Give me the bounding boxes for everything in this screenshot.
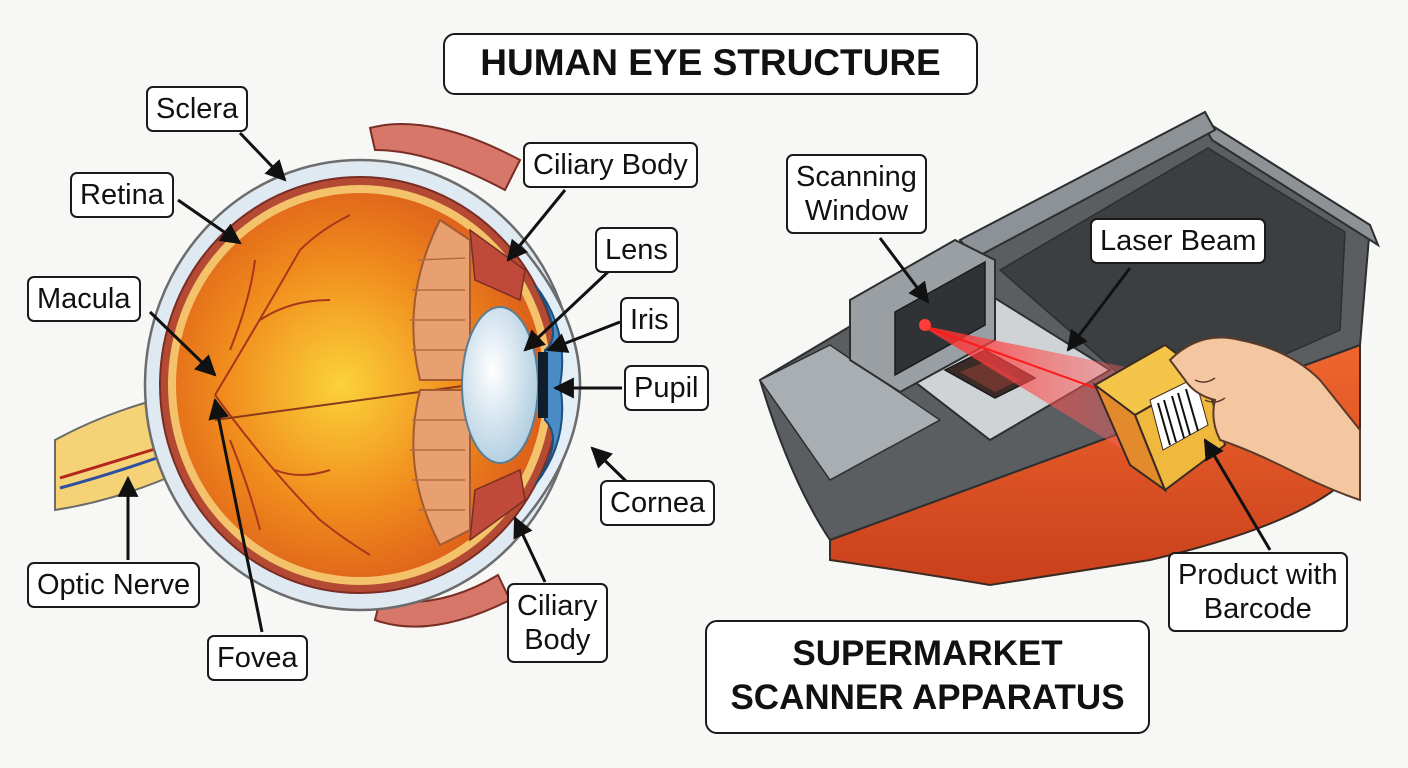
eye-illustration [54,123,582,628]
label-optic-nerve: Optic Nerve [27,562,201,608]
hand-shape [1168,336,1361,502]
label-laser-beam: Laser Beam [1090,218,1267,264]
label-retina: Retina [70,172,174,218]
label-ciliary-body-top: Ciliary Body [523,142,698,188]
label-cornea: Cornea [600,480,716,526]
scanner-title-line2: SCANNER APPARATUS [730,678,1125,717]
label-product-line1: Product with [1178,559,1338,591]
label-ciliary-body-bottom-line2: Body [524,624,591,656]
label-scanning-window: Scanning Window [786,154,927,234]
label-pupil: Pupil [624,365,709,411]
label-ciliary-body-bottom: Ciliary Body [507,583,608,663]
label-iris: Iris [620,297,679,343]
label-fovea: Fovea [207,635,308,681]
label-ciliary-body-bottom-line1: Ciliary [517,590,598,622]
product-box [1092,343,1227,493]
scanner-leader-arrows [878,237,1272,551]
scanner-title: SUPERMARKET SCANNER APPARATUS [705,620,1150,734]
label-scanning-window-line2: Window [804,195,909,227]
lens-shape [461,306,539,464]
label-product-with-barcode: Product with Barcode [1168,552,1348,632]
pupil-shape [538,352,548,418]
label-lens: Lens [595,227,678,273]
scanner-title-line1: SUPERMARKET [792,634,1063,673]
label-macula: Macula [27,276,141,322]
label-sclera: Sclera [146,86,249,132]
eye-title: HUMAN EYE STRUCTURE [443,33,978,95]
label-scanning-window-line1: Scanning [796,161,917,193]
label-product-line2: Barcode [1203,593,1312,625]
laser-beam-shape [920,325,1140,460]
upper-eye-muscle [368,123,522,192]
